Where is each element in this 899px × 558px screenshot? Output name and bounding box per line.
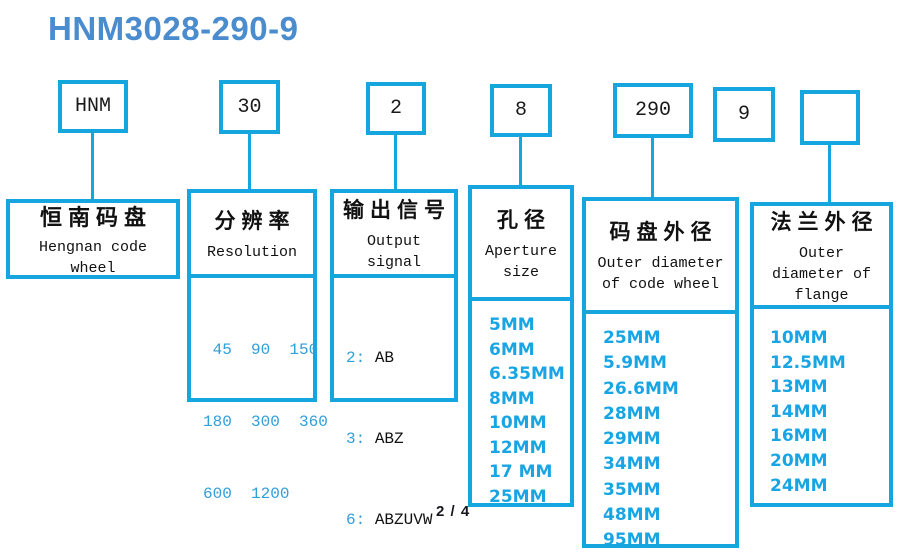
column-aperture-title-zh: 孔径 <box>497 207 551 232</box>
part-number-title: HNM3028-290-9 <box>48 10 299 47</box>
column-flange-od-title-zh: 法兰外径 <box>770 209 879 234</box>
code-wheel-od-value: 95MM <box>603 530 661 551</box>
column-output-signal-title-zh: 输出信号 <box>343 198 451 222</box>
resolution-row: 600 1200 <box>203 485 290 503</box>
column-resolution: 分辨率 Resolution 45 90 150 180 300 360 600… <box>187 189 328 558</box>
column-code-wheel-od-title-zh: 码盘外径 <box>609 220 718 244</box>
flange-od-value: 13MM <box>770 377 828 398</box>
flange-od-value: 12.5MM <box>770 352 846 373</box>
code-box-resolution: 30 <box>219 80 280 134</box>
signal-option: 3: ABZ <box>346 426 454 453</box>
column-aperture-title-en: Aperture size <box>484 242 557 281</box>
column-brand-header: 恒南码盘 Hengnan code wheel <box>10 203 176 277</box>
signal-option: 2: AB <box>346 345 454 372</box>
aperture-value: 17 MM <box>489 462 553 482</box>
column-flange-od: 法兰外径 Outer diameter of flange 10MM 12.5M… <box>750 202 893 507</box>
column-resolution-header: 分辨率 Resolution <box>191 193 313 278</box>
signal-option: 6: ABZUVW <box>346 507 454 534</box>
column-brand: 恒南码盘 Hengnan code wheel <box>6 199 180 279</box>
code-box-resolution-label: 30 <box>237 95 262 119</box>
connector-line <box>519 135 522 187</box>
column-code-wheel-od-title-en: Outer diameter of code wheel <box>597 255 724 293</box>
resolution-row: 45 90 150 <box>203 341 319 359</box>
code-wheel-od-value: 34MM <box>603 454 661 475</box>
column-code-wheel-od: 码盘外径 Outer diameter of code wheel 25MM 5… <box>582 197 739 550</box>
code-wheel-od-value: 25MM <box>603 328 661 348</box>
connector-line <box>828 143 831 204</box>
connector-line <box>394 133 397 191</box>
aperture-value: 12MM <box>489 437 547 458</box>
signal-code: 6: <box>346 511 366 529</box>
aperture-value: 5MM <box>489 315 535 335</box>
signal-code: 2: <box>346 349 366 367</box>
flange-od-value: 20MM <box>770 450 828 471</box>
output-signal-values: 2: AB 3: ABZ 6: ABZUVW <box>334 278 454 558</box>
column-output-signal-header: 输出信号 Output signal <box>334 193 454 278</box>
code-box-code-wheel-od: 290 <box>613 83 693 138</box>
code-box-nine: 9 <box>713 87 775 142</box>
column-code-wheel-od-header: 码盘外径 Outer diameter of code wheel <box>586 201 735 314</box>
connector-line <box>91 131 94 201</box>
aperture-value: 10MM <box>489 413 547 433</box>
code-box-code-wheel-od-label: 290 <box>634 99 671 122</box>
connector-line <box>651 136 654 199</box>
code-box-hnm: HNM <box>58 80 128 133</box>
code-box-aperture-label: 8 <box>514 99 527 122</box>
aperture-value: 6MM <box>489 339 535 360</box>
flange-od-value: 14MM <box>770 401 828 422</box>
code-box-nine-label: 9 <box>737 103 750 126</box>
column-flange-od-header: 法兰外径 Outer diameter of flange <box>754 206 889 309</box>
signal-value: AB <box>374 349 395 367</box>
aperture-value: 25MM <box>489 486 547 507</box>
code-box-output-signal-label: 2 <box>389 97 402 120</box>
aperture-values: 5MM 6MM 6.35MM 8MM 10MM 12MM 17 MM 25MM <box>472 301 570 509</box>
aperture-value: 6.35MM <box>489 364 565 384</box>
signal-code: 3: <box>346 430 366 448</box>
connector-line <box>248 132 251 191</box>
flange-od-values: 10MM 12.5MM 13MM 14MM 16MM 20MM 24MM <box>754 309 889 498</box>
code-wheel-od-value: 26.6MM <box>603 378 679 399</box>
flange-od-value: 16MM <box>770 426 828 447</box>
code-wheel-od-value: 48MM <box>603 505 661 526</box>
code-wheel-od-value: 35MM <box>603 479 661 500</box>
column-flange-od-title-en: Outer diameter of flange <box>771 244 872 304</box>
column-aperture: 孔径 Aperture size 5MM 6MM 6.35MM 8MM 10MM… <box>468 185 574 507</box>
column-aperture-header: 孔径 Aperture size <box>472 189 570 301</box>
column-brand-title-zh: 恒南码盘 <box>39 205 152 231</box>
column-brand-title-en: Hengnan code wheel <box>38 238 148 277</box>
flange-od-value: 24MM <box>770 475 828 496</box>
column-resolution-title-zh: 分辨率 <box>214 208 296 233</box>
code-wheel-od-value: 29MM <box>603 429 661 450</box>
column-resolution-title-en: Resolution <box>206 243 297 261</box>
aperture-value: 8MM <box>489 388 535 409</box>
code-wheel-od-values: 25MM 5.9MM 26.6MM 28MM 29MM 34MM 35MM 48… <box>586 314 735 554</box>
column-output-signal-title-en: Output signal <box>366 233 421 271</box>
code-wheel-od-value: 28MM <box>603 403 661 424</box>
code-box-flange-od <box>800 90 860 145</box>
code-wheel-od-value: 5.9MM <box>603 353 667 374</box>
resolution-values: 45 90 150 180 300 360 600 1200 2500 <box>191 278 328 558</box>
flange-od-value: 10MM <box>770 328 828 348</box>
code-box-hnm-label: HNM <box>74 95 111 118</box>
signal-value: ABZ <box>374 430 404 448</box>
column-output-signal: 输出信号 Output signal 2: AB 3: ABZ 6: ABZUV… <box>330 189 458 529</box>
code-box-output-signal: 2 <box>366 82 426 135</box>
resolution-row: 180 300 360 <box>203 413 328 431</box>
code-box-aperture: 8 <box>490 84 552 137</box>
signal-value: ABZUVW <box>374 511 433 529</box>
resolution-row: 2500 <box>203 554 313 558</box>
page-indicator: 2 / 4 <box>436 503 471 520</box>
